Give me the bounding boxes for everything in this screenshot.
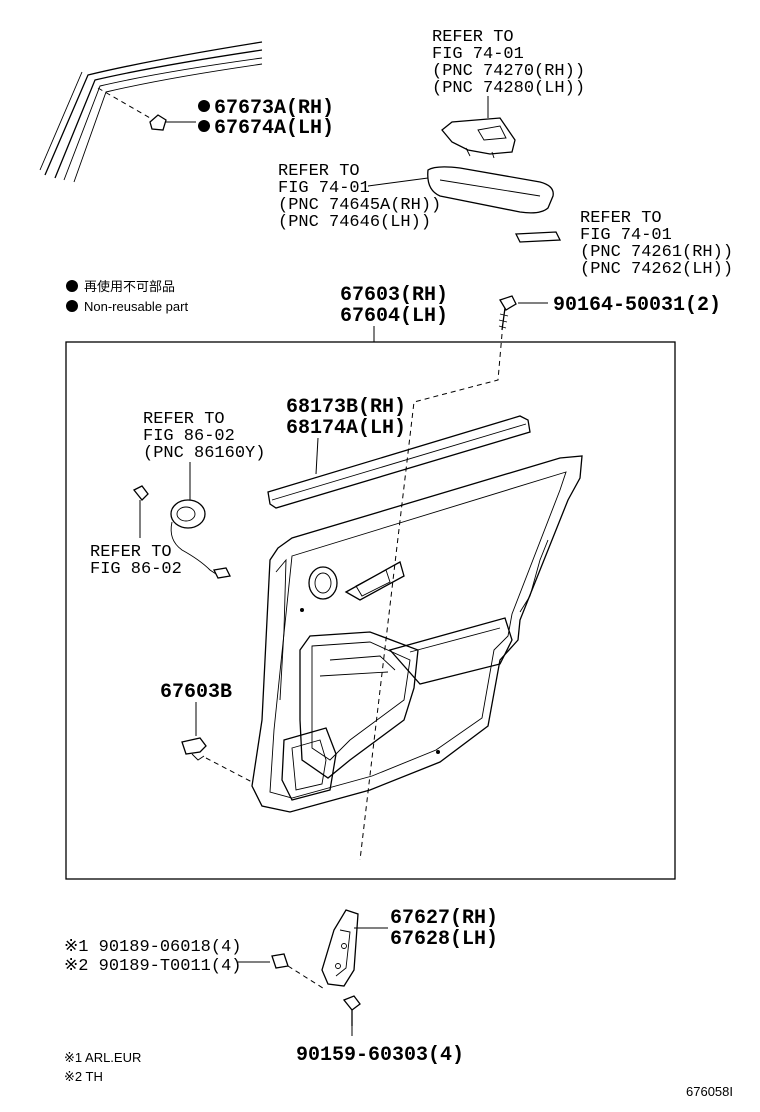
ref-line: (PNC 74646(LH)) xyxy=(278,213,431,232)
molding-lh: 67674A(LH) xyxy=(214,117,334,140)
ref-line: (PNC 74261(RH)) xyxy=(580,243,733,262)
ref-line: (PNC 74645A(RH)) xyxy=(278,196,441,215)
door-trim-board xyxy=(251,455,583,813)
ref-line: (PNC 86160Y) xyxy=(143,444,265,463)
ref-line: FIG 74-01 xyxy=(432,45,524,64)
ref-line: (PNC 74270(RH)) xyxy=(432,62,585,81)
assembly-frame xyxy=(65,341,676,880)
door-weatherstrip xyxy=(267,415,531,509)
switch-base-ref: REFER TO FIG 74-01 (PNC 74270(RH)) (PNC … xyxy=(432,28,585,118)
ref-line: REFER TO xyxy=(143,410,225,429)
ref-line: REFER TO xyxy=(580,209,662,228)
pad-ref: REFER TO FIG 74-01 (PNC 74261(RH)) (PNC … xyxy=(514,209,733,279)
ref-line: FIG 74-01 xyxy=(278,179,370,198)
trim-board-lh: 67604(LH) xyxy=(340,305,448,328)
speaker-clip: REFER TO FIG 86-02 xyxy=(90,485,182,579)
top-screw-part: 90164-50031(2) xyxy=(553,294,721,317)
bolt-part-1: ※1 90189-06018(4) xyxy=(64,938,241,957)
footnotes: ※1 ARL.EUR ※2 TH xyxy=(64,1050,141,1084)
trim-board-callout: 67603(RH) 67604(LH) xyxy=(340,284,448,342)
ref-line: REFER TO xyxy=(278,162,360,181)
legend-bullet-icon xyxy=(66,300,78,312)
clip-ref-line: REFER TO xyxy=(90,543,172,562)
ref-line: REFER TO xyxy=(432,28,514,47)
power-window-switch-base xyxy=(441,117,516,159)
door-bracket xyxy=(321,909,359,987)
top-screw: 90164-50031(2) xyxy=(359,294,721,861)
footnote-2: ※2 TH xyxy=(64,1069,103,1084)
weatherstrip-callout: 68173B(RH) 68174A(LH) xyxy=(286,396,406,475)
bracket-lh: 67628(LH) xyxy=(390,928,498,951)
door-speaker xyxy=(170,499,231,579)
trim-clip: 67603B xyxy=(160,681,253,783)
molding-rh: 67673A(RH) xyxy=(214,97,334,120)
bracket-screw-part: 90159-60303(4) xyxy=(296,1044,464,1067)
legend-item-en: Non-reusable part xyxy=(84,299,188,314)
legend-bullet-icon xyxy=(66,280,78,292)
ref-line: (PNC 74280(LH)) xyxy=(432,79,585,98)
armrest-pad xyxy=(427,166,554,214)
bracket-rh: 67627(RH) xyxy=(390,907,498,930)
molding-callout: 67673A(RH) 67674A(LH) xyxy=(198,97,334,140)
figure-id: 676058I xyxy=(686,1084,733,1099)
molding-clip xyxy=(149,114,196,131)
ref-line: FIG 74-01 xyxy=(580,226,672,245)
legend-item-ja: 再使用不可部品 xyxy=(84,279,175,294)
clip-ref-line: FIG 86-02 xyxy=(90,560,182,579)
armrest-ref: REFER TO FIG 74-01 (PNC 74645A(RH)) (PNC… xyxy=(278,162,441,232)
legend: 再使用不可部品 Non-reusable part xyxy=(66,279,188,314)
bracket-screw: 90159-60303(4) xyxy=(296,995,464,1067)
speaker-ref: REFER TO FIG 86-02 (PNC 86160Y) xyxy=(143,410,265,500)
ref-line: (PNC 74262(LH)) xyxy=(580,260,733,279)
window-frame-molding xyxy=(39,41,263,183)
weatherstrip-rh: 68173B(RH) xyxy=(286,396,406,419)
weatherstrip-lh: 68174A(LH) xyxy=(286,417,406,440)
trim-board-rh: 67603(RH) xyxy=(340,284,448,307)
non-reusable-bullet-icon xyxy=(198,120,210,132)
footnote-1: ※1 ARL.EUR xyxy=(64,1050,141,1065)
non-reusable-bullet-icon xyxy=(198,100,210,112)
trim-clip-part: 67603B xyxy=(160,681,232,704)
ref-line: FIG 86-02 xyxy=(143,427,235,446)
bracket-callout: 67627(RH) 67628(LH) xyxy=(354,907,498,951)
bracket-bolts: ※1 90189-06018(4) ※2 90189-T0011(4) xyxy=(64,938,327,991)
bolt-part-2: ※2 90189-T0011(4) xyxy=(64,957,241,976)
